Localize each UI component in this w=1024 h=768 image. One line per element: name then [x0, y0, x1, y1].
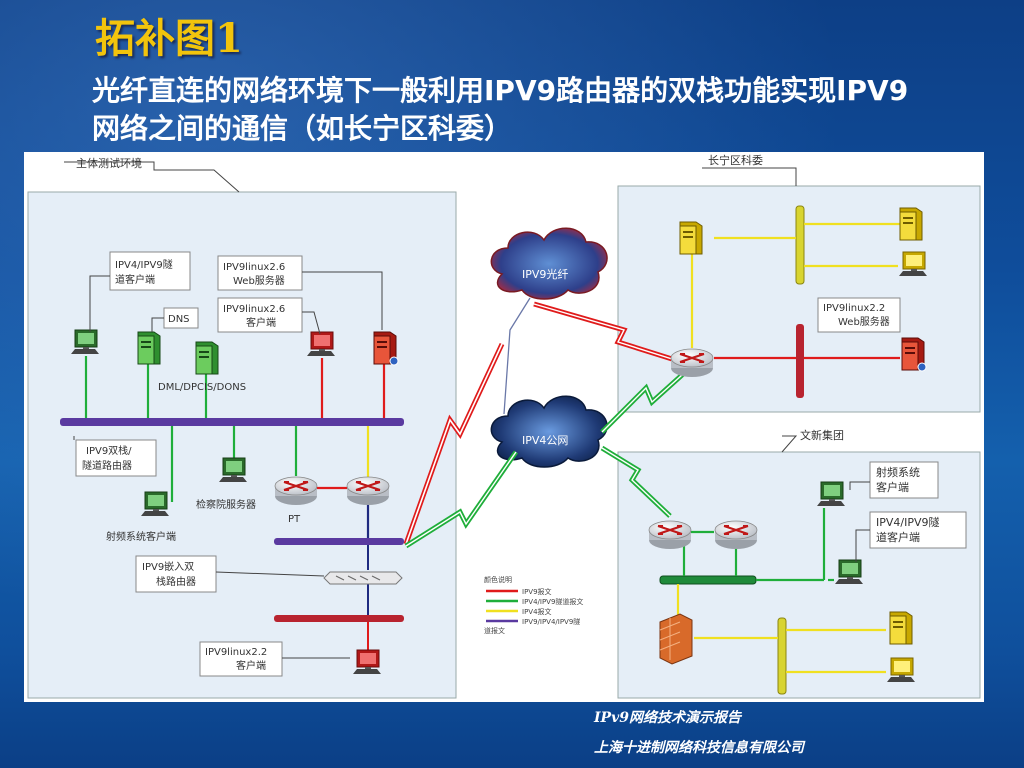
main-ipv9-linux22-client-pc	[352, 649, 382, 675]
wenxin-yellow-server	[889, 611, 913, 645]
main-rf-client-pc	[140, 491, 170, 517]
main-ipv9-web-server	[373, 331, 399, 366]
label-main-linux22-client: IPV9linux2.2 客户端	[199, 641, 350, 677]
changning-red-bus	[796, 324, 804, 398]
svg-text:Web服务器: Web服务器	[838, 315, 890, 328]
main-dml-server	[195, 341, 219, 375]
label-wenxin-rf-client: 射频系统 客户端	[849, 461, 939, 499]
svg-text:道客户端: 道客户端	[115, 273, 155, 286]
label-wenxin-tunnel-client: IPV4/IPV9隧 道客户端	[855, 511, 967, 562]
zone-changning-caption: 长宁区科委	[708, 153, 763, 167]
legend-item-3: IPV4报文	[522, 607, 552, 616]
changning-linux22-web-server	[901, 337, 927, 372]
legend: 颜色说明 IPV9报文 IPV4/IPV9隧道报文 IPV4报文 IPV9/IP…	[484, 575, 583, 635]
changning-router	[669, 347, 715, 379]
label-main-dual-stack-router: IPV9双栈/ 隧道路由器	[73, 436, 157, 477]
svg-text:IPV9linux2.6: IPV9linux2.6	[223, 262, 285, 273]
main-dns-server	[137, 331, 161, 365]
label-main-dml: DML/DPCIS/DONS	[158, 382, 246, 393]
zone-main-caption: 主体测试环境	[76, 156, 142, 170]
legend-item-2: IPV4/IPV9隧道报文	[522, 597, 583, 606]
changning-yellow-server	[899, 207, 923, 241]
main-backbone-bus	[60, 418, 404, 426]
changning-dual-stack-server	[679, 221, 703, 255]
label-main-linux26-client: IPV9linux2.6 客户端	[217, 271, 383, 335]
svg-text:客户端: 客户端	[876, 480, 909, 494]
svg-text:IPV9linux2.2: IPV9linux2.2	[205, 647, 267, 658]
main-lower-bus	[274, 538, 404, 545]
label-main-procuratorate: 检察院服务器	[196, 498, 256, 511]
label-main-rf-client: 射频系统客户端	[106, 530, 176, 543]
svg-text:射频系统: 射频系统	[876, 465, 920, 479]
cloud-fiber-label: IPV9光纤	[522, 267, 568, 281]
legend-item-1: IPV9报文	[522, 587, 552, 596]
main-dual-stack-router	[345, 475, 391, 507]
label-main-pt: PT	[288, 514, 301, 525]
main-procuratorate-server	[218, 457, 248, 483]
wenxin-router-right	[713, 519, 759, 551]
svg-text:IPV4/IPV9隧: IPV4/IPV9隧	[115, 258, 173, 271]
main-ipv9-client-pc	[306, 331, 336, 357]
label-main-tunnel-client: IPV4/IPV9隧 道客户端	[89, 251, 191, 332]
cloud-ipv9-fiber: IPV9光纤	[490, 227, 608, 300]
label-main-linux26-web: IPV9linux2.6 Web服务器	[217, 255, 303, 291]
label-main-embedded-router: IPV9嵌入双 栈路由器	[135, 555, 325, 593]
wenxin-yellow-pc	[886, 657, 916, 683]
svg-text:客户端: 客户端	[246, 316, 276, 329]
svg-text:隧道路由器: 隧道路由器	[82, 459, 132, 472]
legend-title: 颜色说明	[484, 575, 512, 584]
network-topology-diagram: 主体测试环境 长宁区科委 文新集团 IPV9光纤 IPV4公网	[24, 152, 984, 702]
svg-text:客户端: 客户端	[236, 659, 266, 672]
main-embedded-router	[323, 571, 403, 585]
legend-tail: 道报文	[484, 626, 505, 635]
wenxin-firewall-icon	[659, 613, 693, 665]
main-red-bus	[274, 615, 404, 622]
slide-title: 拓补图1	[95, 15, 243, 62]
wenxin-yellow-bus	[777, 617, 787, 695]
slide-subtitle: 光纤直连的网络环境下一般利用IPV9路由器的双栈功能实现IPV9网络之间的通信（…	[92, 74, 909, 145]
label-main-dns: DNS	[151, 307, 199, 332]
svg-text:IPV9双栈/: IPV9双栈/	[86, 444, 132, 457]
changning-yellow-bus	[795, 205, 805, 285]
svg-text:IPV9linux2.2: IPV9linux2.2	[823, 303, 885, 314]
main-tunnel-client-pc	[70, 329, 100, 355]
zone-wenxin-caption: 文新集团	[800, 428, 844, 442]
svg-text:道客户端: 道客户端	[876, 530, 920, 544]
wenxin-rf-client-pc	[816, 481, 846, 507]
svg-text:IPV9嵌入双: IPV9嵌入双	[142, 561, 194, 573]
changning-yellow-pc	[898, 251, 928, 277]
svg-text:栈路由器: 栈路由器	[156, 575, 196, 588]
svg-text:IPV9linux2.6: IPV9linux2.6	[223, 304, 285, 315]
svg-text:Web服务器: Web服务器	[233, 274, 285, 287]
cloud-public-label: IPV4公网	[522, 434, 568, 447]
cloud-ipv4-public: IPV4公网	[490, 395, 608, 468]
svg-text:IPV4/IPV9隧: IPV4/IPV9隧	[876, 515, 940, 529]
main-pt-router	[273, 475, 319, 507]
wenxin-green-bus	[659, 575, 757, 585]
svg-text:DNS: DNS	[168, 314, 190, 325]
wenxin-router-left	[647, 519, 693, 551]
footer-company: 上海十进制网络科技信息有限公司	[594, 740, 804, 756]
label-changning-linux22-web: IPV9linux2.2 Web服务器	[817, 297, 901, 333]
wenxin-tunnel-client-pc	[834, 559, 864, 585]
legend-item-4: IPV9/IPV4/IPV9隧	[522, 617, 580, 626]
footer-report: IPv9网络技术演示报告	[594, 710, 741, 726]
